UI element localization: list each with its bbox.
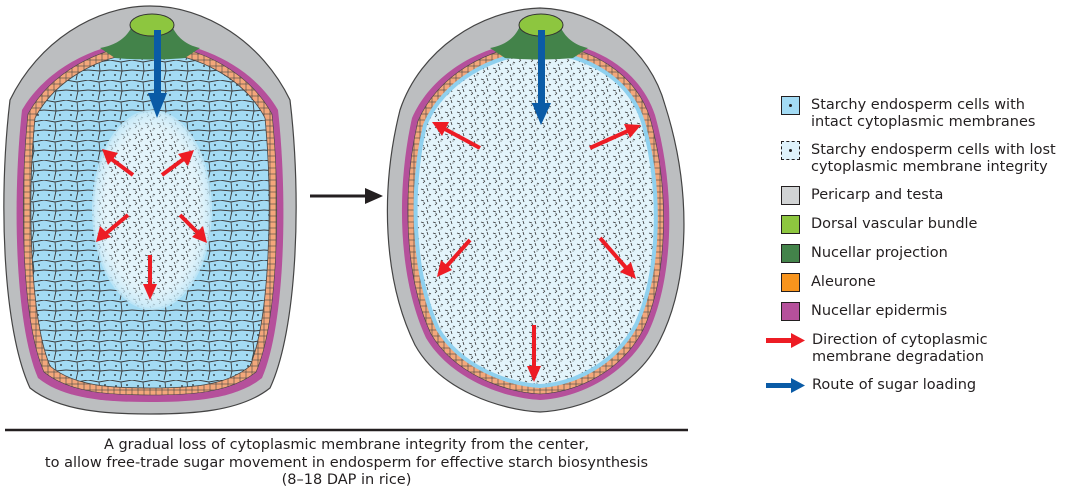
pericarp-swatch-icon xyxy=(781,186,800,205)
cell-lost-swatch-icon xyxy=(781,141,800,160)
legend-item-nucellar-epidermis: Nucellar epidermis xyxy=(765,302,1065,321)
starchy-endosperm-lost xyxy=(413,49,658,389)
caption: A gradual loss of cytoplasmic membrane i… xyxy=(44,437,649,488)
degradation-arrows xyxy=(432,122,641,382)
legend-item-nucellar-projection: Nucellar projection xyxy=(765,244,1065,263)
legend-item-aleurone: Aleurone xyxy=(765,273,1065,292)
red-arrow-icon xyxy=(766,333,805,348)
nucellar-projection xyxy=(100,26,200,60)
nucellar-epidermis-swatch-icon xyxy=(781,302,800,321)
nucellar-projection-swatch-icon xyxy=(781,244,800,263)
transition-arrow xyxy=(310,188,383,204)
dorsal-vascular-bundle xyxy=(129,13,175,37)
degradation-arrows xyxy=(96,149,207,300)
legend-item-vascular-bundle: Dorsal vascular bundle xyxy=(765,215,1065,234)
grain-left xyxy=(3,5,297,415)
blue-arrow-icon xyxy=(766,378,805,393)
vascular-bundle-swatch-icon xyxy=(781,215,800,234)
legend-item-pericarp: Pericarp and testa xyxy=(765,186,1065,205)
sugar-route-arrow xyxy=(148,30,167,118)
cell-intact-swatch-icon xyxy=(781,96,800,115)
legend-item-sugar-route: Route of sugar loading xyxy=(765,376,1065,395)
grain-right xyxy=(386,7,685,413)
sugar-route-arrow xyxy=(532,30,551,125)
aleurone-swatch-icon xyxy=(781,273,800,292)
